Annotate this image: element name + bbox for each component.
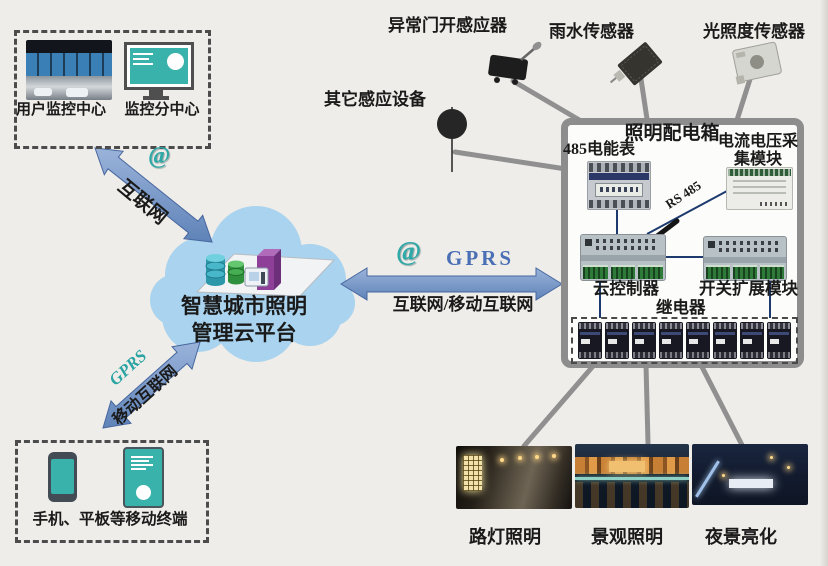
relay-item xyxy=(686,322,710,359)
relay-item xyxy=(713,322,737,359)
expansion-label: 开关扩展模块 xyxy=(699,279,798,298)
nightscape-lighting-label: 夜景亮化 xyxy=(705,527,777,547)
landscape-lighting-label: 景观照明 xyxy=(591,527,663,547)
meter-label: 485电能表 xyxy=(563,141,636,158)
database-teal-icon xyxy=(205,254,226,286)
other-sensor-label: 其它感应设备 xyxy=(324,90,426,109)
relay-item xyxy=(578,322,602,359)
desk-shape xyxy=(34,88,52,96)
relay-item xyxy=(740,322,764,359)
rain-sensor-icon xyxy=(609,42,662,86)
light-sensor-label: 光照度传感器 xyxy=(703,22,805,41)
tablet-icon xyxy=(123,447,164,508)
relay-label: 继电器 xyxy=(656,298,706,317)
rain-sensor-label: 雨水传感器 xyxy=(549,22,634,41)
cloud-title-line2: 管理云平台 xyxy=(191,321,297,345)
relay-item xyxy=(659,322,683,359)
at-icon: @ xyxy=(148,143,171,169)
monitor-base xyxy=(143,96,169,100)
mobile-terminal-box xyxy=(15,440,209,543)
landscape-lighting-photo xyxy=(575,444,689,508)
door-sensor-label: 异常门开感应器 xyxy=(388,16,507,35)
desk-shape xyxy=(66,88,88,97)
cloud-title-line1: 智慧城市照明 xyxy=(181,294,307,318)
relay-item xyxy=(767,322,791,359)
at-icon: @ xyxy=(396,236,422,266)
expansion-module-device xyxy=(703,236,787,281)
internet-label: 互联网 xyxy=(113,176,171,229)
mid-gprs-label: GPRS xyxy=(446,246,515,270)
lamp-pillar-shape xyxy=(463,455,482,491)
monitor-screen xyxy=(130,48,188,84)
monitor-icon xyxy=(124,42,194,90)
phone-icon xyxy=(48,452,77,502)
door-sensor-icon xyxy=(488,41,542,85)
mid-internet-label: 互联网/移动互联网 xyxy=(392,295,534,314)
cloud-platform-icon xyxy=(195,249,336,297)
user-center-label: 用户监控中心 xyxy=(15,102,106,118)
control-room-photo xyxy=(26,40,112,100)
terminal-icon xyxy=(244,267,269,287)
energy-meter-device xyxy=(587,161,651,210)
page-edge-shadow xyxy=(820,0,828,566)
street-lighting-photo xyxy=(456,446,572,509)
monitor-stand xyxy=(149,90,163,96)
database-green-icon xyxy=(227,260,245,285)
controller-label: 云控制器 xyxy=(593,279,659,298)
relay-item xyxy=(605,322,629,359)
relay-item xyxy=(632,322,656,359)
street-lighting-label: 路灯照明 xyxy=(469,527,541,547)
cabinet-title: 照明配电箱 xyxy=(624,123,720,144)
light-sensor-icon xyxy=(732,41,782,85)
monitoring-center-box xyxy=(14,30,211,149)
acquisition-module-device xyxy=(726,167,793,210)
relay-group-box xyxy=(571,317,798,364)
cloud-controller-device xyxy=(580,234,666,281)
other-sensor-icon xyxy=(437,109,467,139)
acquisition-label: 电流电压采集模块 xyxy=(717,133,798,169)
sub-center-label: 监控分中心 xyxy=(124,102,200,118)
mobile-terminal-label: 手机、平板等移动终端 xyxy=(32,511,188,528)
server-tower-icon xyxy=(257,249,281,290)
nightscape-lighting-photo xyxy=(692,444,808,505)
